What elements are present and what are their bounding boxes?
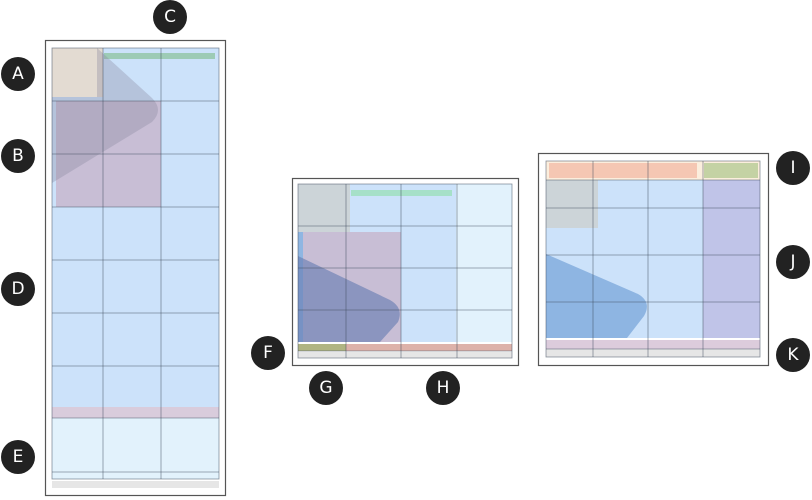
callout-label: D bbox=[11, 279, 24, 299]
callout-a: A bbox=[1, 57, 35, 91]
callout-e: E bbox=[1, 440, 35, 474]
region-j-sidebar bbox=[703, 180, 760, 338]
logo-block bbox=[546, 180, 598, 228]
region-a-logo bbox=[52, 48, 103, 97]
layout-panel-tablet bbox=[291, 177, 520, 367]
footer-bar bbox=[52, 481, 219, 488]
grid-lines bbox=[297, 183, 513, 359]
callout-g: G bbox=[309, 371, 343, 405]
region-g-bar bbox=[298, 344, 346, 351]
region-k-band bbox=[546, 340, 760, 349]
region-i-header-bar bbox=[549, 163, 697, 178]
callout-label: J bbox=[789, 252, 795, 272]
callout-f: F bbox=[251, 336, 285, 370]
callout-label: F bbox=[263, 343, 273, 363]
callout-k: K bbox=[776, 338, 810, 372]
callout-label: A bbox=[12, 64, 24, 84]
callout-label: B bbox=[12, 146, 24, 166]
grid-lines bbox=[545, 160, 761, 358]
footer-bar bbox=[546, 349, 760, 357]
callout-label: I bbox=[790, 158, 795, 178]
nav-flyout-shape bbox=[52, 48, 158, 183]
callout-b: B bbox=[1, 139, 35, 173]
grid-lines bbox=[51, 47, 220, 480]
callout-d: D bbox=[1, 272, 35, 306]
header-action-block bbox=[704, 163, 758, 178]
region-h-bar bbox=[346, 344, 512, 351]
region-e-footer-content bbox=[52, 418, 219, 479]
callout-j: J bbox=[776, 245, 810, 279]
layout-panel-desktop bbox=[537, 152, 770, 367]
callout-label: E bbox=[13, 447, 24, 467]
divider-band bbox=[52, 407, 219, 418]
side-column bbox=[456, 184, 512, 342]
header-bar bbox=[351, 190, 452, 196]
callout-label: G bbox=[319, 378, 332, 398]
nav-flyout-shape bbox=[546, 254, 647, 338]
header-bar bbox=[104, 53, 215, 59]
footer-bar bbox=[298, 352, 512, 358]
logo-block bbox=[298, 184, 350, 232]
callout-label: H bbox=[437, 378, 450, 398]
callout-c: C bbox=[153, 0, 187, 34]
callout-h: H bbox=[426, 371, 460, 405]
callout-i: I bbox=[776, 151, 810, 185]
callout-label: K bbox=[787, 345, 799, 365]
callout-label: C bbox=[164, 7, 176, 27]
nav-flyout-shape bbox=[298, 256, 400, 342]
layout-panel-portrait bbox=[44, 39, 227, 497]
